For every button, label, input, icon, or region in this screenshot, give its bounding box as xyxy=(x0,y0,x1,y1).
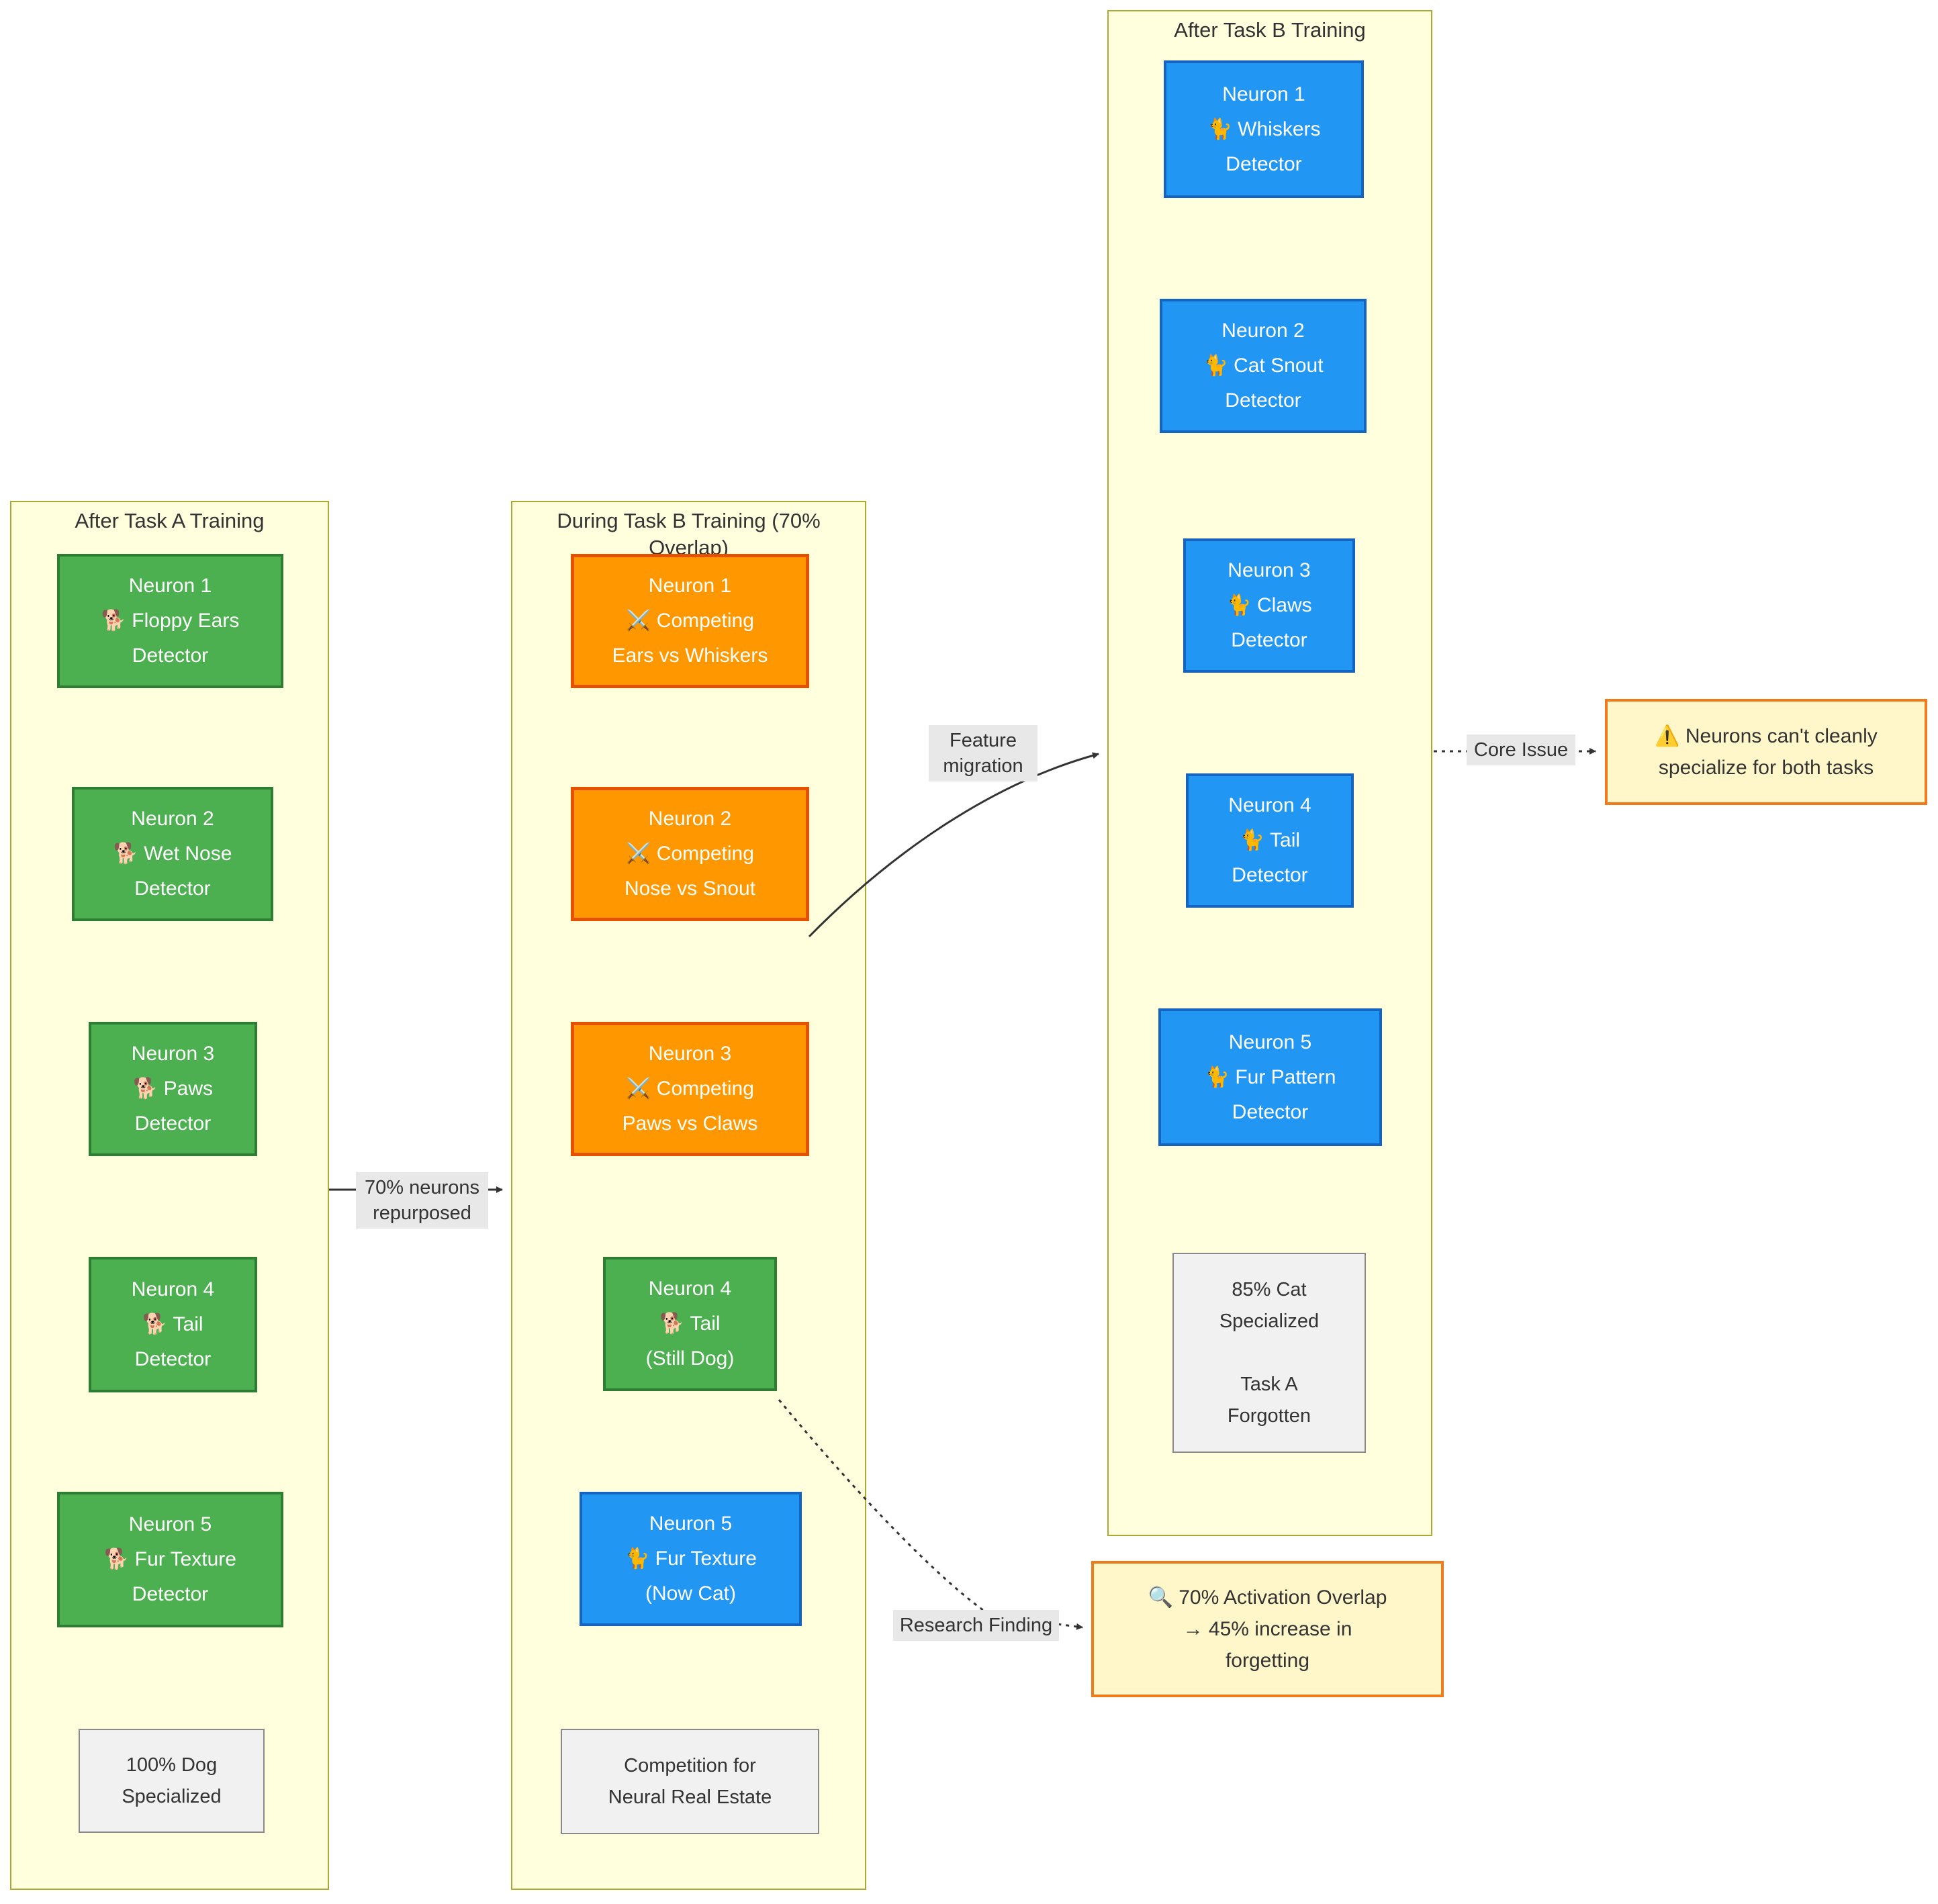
neuron-a5-line3: Detector xyxy=(132,1583,209,1605)
neuron-b2-line2: ⚔️ Competing xyxy=(626,843,754,865)
neuron-b4-line2: 🐕 Tail xyxy=(659,1313,721,1335)
neuron-b1-line3: Ears vs Whiskers xyxy=(612,645,768,667)
neuron-a3-line2: 🐕 Paws xyxy=(132,1078,214,1100)
cluster-c-title: After Task B Training xyxy=(1109,17,1431,44)
neuron-b2-line1: Neuron 2 xyxy=(648,808,732,830)
neuron-b5: Neuron 5 🐈 Fur Texture (Now Cat) xyxy=(580,1492,802,1626)
neuron-b4-line1: Neuron 4 xyxy=(648,1278,732,1300)
neuron-a1-line1: Neuron 1 xyxy=(128,575,212,597)
cluster-during-task-b: During Task B Training (70% Overlap) Neu… xyxy=(511,501,866,1890)
edge-label-research-finding: Research Finding xyxy=(893,1610,1059,1641)
neuron-b3-line2: ⚔️ Competing xyxy=(626,1078,754,1100)
neuron-a5-line1: Neuron 5 xyxy=(128,1513,212,1535)
neuron-a1-line3: Detector xyxy=(132,645,209,667)
cluster-after-task-b: After Task B Training Neuron 1 🐈 Whisker… xyxy=(1107,10,1432,1536)
neuron-a2-line1: Neuron 2 xyxy=(131,808,214,830)
neuron-c3-line2: 🐈 Claws xyxy=(1226,594,1312,616)
neuron-b5-line3: (Now Cat) xyxy=(645,1582,736,1605)
neuron-a2-line3: Detector xyxy=(134,877,211,900)
neuron-a1: Neuron 1 🐕 Floppy Ears Detector xyxy=(57,554,283,688)
neuron-a2: Neuron 2 🐕 Wet Nose Detector xyxy=(72,787,273,921)
callout-research-finding: 🔍 70% Activation Overlap → 45% increase … xyxy=(1091,1561,1444,1697)
neuron-b2-line3: Nose vs Snout xyxy=(624,877,756,900)
neuron-c2-line3: Detector xyxy=(1225,389,1301,412)
neuron-a4-line3: Detector xyxy=(134,1348,212,1370)
neuron-b3: Neuron 3 ⚔️ Competing Paws vs Claws xyxy=(571,1022,809,1156)
neuron-c2-line2: 🐈 Cat Snout xyxy=(1203,354,1324,377)
summary-competition: Competition for Neural Real Estate xyxy=(561,1729,819,1834)
neuron-b1-line2: ⚔️ Competing xyxy=(626,610,754,632)
neuron-a4-line1: Neuron 4 xyxy=(131,1278,215,1300)
neuron-a3-line1: Neuron 3 xyxy=(131,1043,215,1065)
neuron-c5: Neuron 5 🐈 Fur Pattern Detector xyxy=(1158,1008,1382,1146)
neuron-c4-line2: 🐈 Tail xyxy=(1239,829,1301,851)
neuron-c1-line2: 🐈 Whiskers xyxy=(1207,117,1321,140)
neuron-b3-line3: Paws vs Claws xyxy=(622,1112,758,1135)
neuron-a3: Neuron 3 🐕 Paws Detector xyxy=(89,1022,257,1156)
cluster-a-title-text: After Task A Training xyxy=(75,509,265,532)
neuron-a4: Neuron 4 🐕 Tail Detector xyxy=(89,1257,257,1392)
neuron-b1: Neuron 1 ⚔️ Competing Ears vs Whiskers xyxy=(571,554,809,688)
neuron-a3-line3: Detector xyxy=(134,1112,212,1135)
neuron-c5-line1: Neuron 5 xyxy=(1228,1031,1312,1053)
neuron-c3: Neuron 3 🐈 Claws Detector xyxy=(1183,538,1355,673)
neuron-b5-line2: 🐈 Fur Texture xyxy=(625,1548,757,1570)
neuron-b2: Neuron 2 ⚔️ Competing Nose vs Snout xyxy=(571,787,809,921)
neuron-a5-line2: 🐕 Fur Texture xyxy=(104,1548,236,1570)
neuron-c2-line1: Neuron 2 xyxy=(1221,320,1305,342)
cluster-a-title: After Task A Training xyxy=(11,508,328,534)
neuron-c1: Neuron 1 🐈 Whiskers Detector xyxy=(1164,60,1364,198)
summary-cat-specialized: 85% Cat Specialized Task A Forgotten xyxy=(1172,1253,1366,1453)
neuron-c4-line3: Detector xyxy=(1232,864,1308,886)
edge-label-repurposed: 70% neurons repurposed xyxy=(356,1172,488,1229)
neuron-c1-line1: Neuron 1 xyxy=(1222,83,1305,105)
neuron-c2: Neuron 2 🐈 Cat Snout Detector xyxy=(1160,299,1367,433)
neuron-c4: Neuron 4 🐈 Tail Detector xyxy=(1186,773,1354,908)
neuron-c5-line3: Detector xyxy=(1232,1100,1309,1123)
neuron-a5: Neuron 5 🐕 Fur Texture Detector xyxy=(57,1492,283,1627)
cluster-b-title-text: During Task B Training (70% Overlap) xyxy=(557,509,821,559)
edge-label-core-issue: Core Issue xyxy=(1467,734,1575,765)
callout-core-issue: ⚠️ Neurons can't cleanly specialize for … xyxy=(1605,699,1927,805)
neuron-a1-line2: 🐕 Floppy Ears xyxy=(101,610,240,632)
neuron-c5-line2: 🐈 Fur Pattern xyxy=(1204,1065,1336,1088)
neuron-c3-line3: Detector xyxy=(1231,629,1307,651)
neuron-b4: Neuron 4 🐕 Tail (Still Dog) xyxy=(603,1257,777,1391)
edge-label-feature-migration: Feature migration xyxy=(929,725,1037,781)
neuron-c1-line3: Detector xyxy=(1226,152,1302,175)
neuron-b3-line1: Neuron 3 xyxy=(648,1043,732,1065)
neuron-b4-line3: (Still Dog) xyxy=(645,1347,735,1370)
neuron-c4-line1: Neuron 4 xyxy=(1228,794,1311,816)
cluster-c-title-text: After Task B Training xyxy=(1174,18,1366,42)
neuron-c3-line1: Neuron 3 xyxy=(1228,559,1311,581)
neuron-a4-line2: 🐕 Tail xyxy=(142,1313,203,1335)
neuron-a2-line2: 🐕 Wet Nose xyxy=(113,843,232,865)
summary-dog-specialized: 100% Dog Specialized xyxy=(79,1729,265,1833)
cluster-b-title: During Task B Training (70% Overlap) xyxy=(512,508,865,561)
neuron-b1-line1: Neuron 1 xyxy=(648,575,732,597)
cluster-after-task-a: After Task A Training Neuron 1 🐕 Floppy … xyxy=(10,501,329,1890)
neuron-b5-line1: Neuron 5 xyxy=(649,1513,733,1535)
